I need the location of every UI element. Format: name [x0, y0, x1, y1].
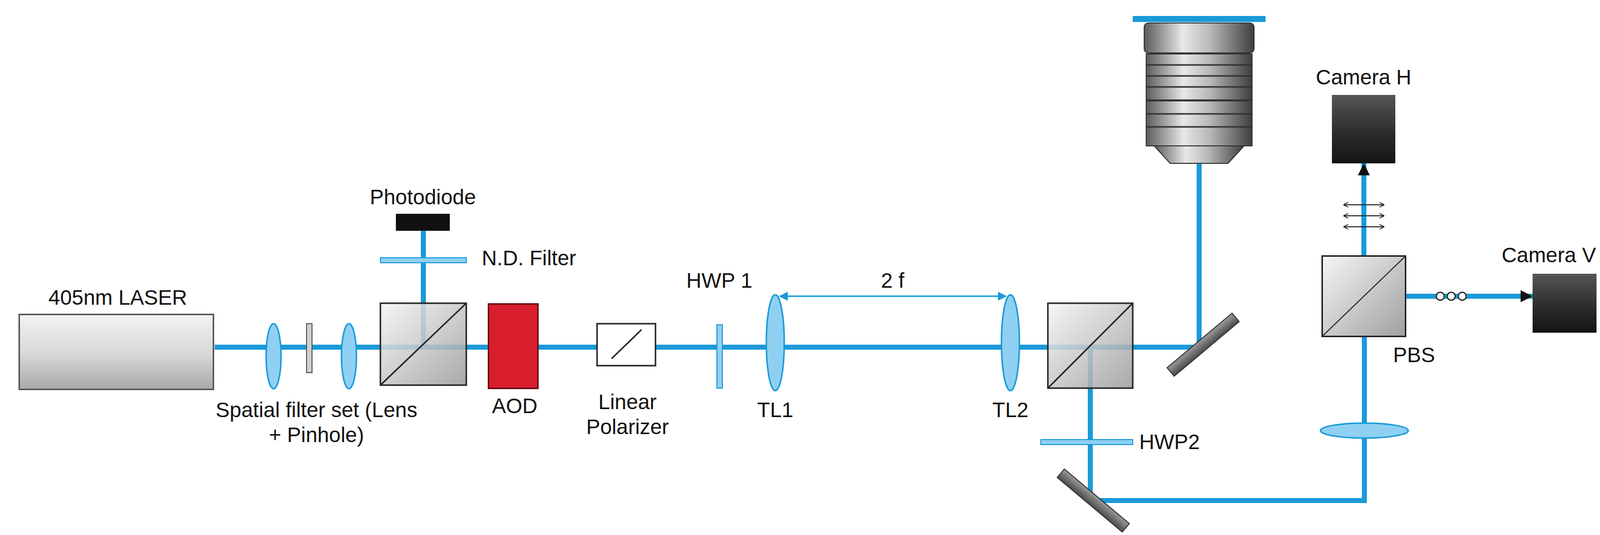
part-label: TL2 [992, 397, 1029, 423]
component-label: PBS [1393, 342, 1436, 368]
photodiode: Photodiode [395, 213, 450, 231]
part-label: HWP2 [1139, 429, 1200, 455]
part-label: HWP 1 [686, 268, 753, 294]
component-label: AOD [491, 393, 538, 419]
laser-box: 405nm LASER [18, 313, 215, 390]
part-label: Spatial filter set (Lens + Pinhole) [211, 397, 422, 447]
component-label: Camera V [1501, 242, 1597, 268]
pbs-cube: PBS [1321, 255, 1407, 337]
component-label: Photodiode [369, 184, 477, 210]
part-label: Linear Polarizer [562, 389, 693, 439]
beam-arrow [1361, 163, 1367, 256]
part-label: TL1 [757, 397, 794, 423]
camera: Camera V [1532, 273, 1597, 333]
polarization-symbol [1343, 204, 1384, 227]
aod-crystal: AOD [487, 303, 539, 389]
splitter-diagonal [1322, 256, 1405, 336]
component-label: 405nm LASER [48, 285, 188, 311]
camera: Camera H [1331, 94, 1396, 164]
dimension-label: 2 f [881, 268, 905, 294]
part-label: N.D. Filter [481, 245, 577, 271]
polarization-symbol [1436, 292, 1467, 301]
component-label: Camera H [1315, 64, 1412, 90]
beam-arrow [1406, 293, 1533, 299]
